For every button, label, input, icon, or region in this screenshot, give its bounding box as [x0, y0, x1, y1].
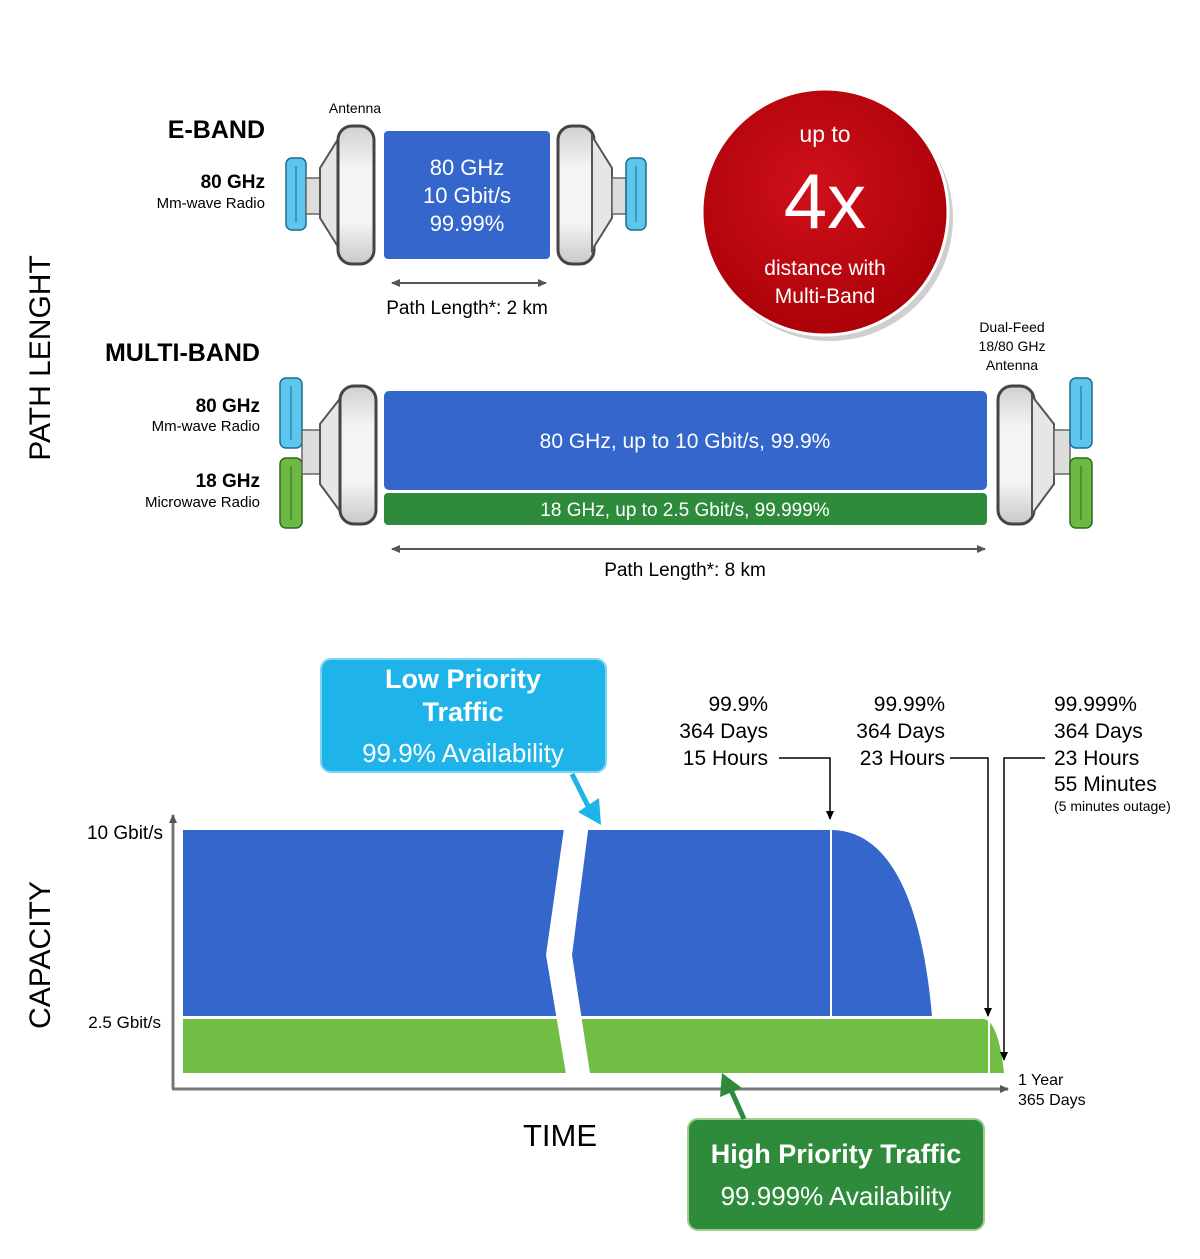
low-callout-arrow	[569, 772, 591, 808]
eband-link-box	[384, 131, 550, 259]
eband-radio-freq: 80 GHz	[201, 172, 265, 193]
annotation-1-leader	[779, 757, 834, 820]
annotation-3-note: (5 minutes outage)	[1054, 798, 1171, 814]
high-callout-arrow	[728, 1088, 747, 1121]
annotation-3-leader	[1000, 757, 1045, 1061]
annotation-1-line-1: 99.9%	[708, 693, 768, 716]
dual-feed-antenna-line-1: Dual-Feed	[979, 319, 1044, 335]
badge-line-1: up to	[799, 121, 850, 147]
multiband-right-18ghz-radio-icon	[1069, 457, 1093, 529]
annotation-2-line-1: 99.99%	[874, 693, 945, 716]
eband-radio-type: Mm-wave Radio	[157, 195, 265, 212]
high-callout-arrowhead	[720, 1073, 742, 1097]
eband-right-antenna-icon	[556, 124, 613, 266]
badge-line-3: distance with	[764, 257, 885, 280]
multiband-path-length: Path Length*: 8 km	[604, 560, 766, 581]
multiband-title: MULTI-BAND	[105, 339, 260, 367]
annotation-2-line-2: 364 Days	[856, 720, 945, 743]
low-priority-area	[183, 830, 831, 1016]
multiband-radio1-freq: 80 GHz	[196, 396, 260, 417]
eband-left-radio-icon	[285, 157, 321, 231]
high-callout-line-1: High Priority Traffic	[711, 1139, 962, 1169]
x-end-line-2: 365 Days	[1018, 1092, 1086, 1109]
eband-right-radio-icon	[611, 157, 647, 231]
path-length-side-label: PATH LENGHT	[24, 255, 57, 461]
multiband-18ghz-bar-label: 18 GHz, up to 2.5 Gbit/s, 99.999%	[540, 500, 829, 521]
eband-box-line-2: 10 Gbit/s	[423, 183, 511, 208]
multiband-right-antenna-icon	[996, 384, 1071, 526]
badge-line-4: Multi-Band	[775, 285, 875, 308]
multiband-radio2-freq: 18 GHz	[196, 471, 260, 492]
time-break-mark	[546, 800, 592, 1080]
low-priority-tail	[831, 830, 932, 1016]
multiband-80ghz-bar-label: 80 GHz, up to 10 Gbit/s, 99.9%	[540, 430, 831, 453]
y-tick-10g: 10 Gbit/s	[87, 823, 163, 844]
eband-left-antenna-icon	[319, 124, 376, 266]
distance-badge	[700, 87, 953, 341]
low-callout-line-3: 99.9% Availability	[362, 738, 564, 768]
multiband-left-18ghz-radio-icon	[279, 457, 303, 529]
annotation-3-line-3: 23 Hours	[1054, 747, 1139, 770]
annotation-2-line-3: 23 Hours	[860, 747, 945, 770]
time-axis-label: TIME	[523, 1118, 597, 1153]
low-callout-arrowhead	[578, 798, 601, 825]
multiband-radio1-type: Mm-wave Radio	[152, 418, 260, 435]
multiband-right-80ghz-radio-icon	[1069, 377, 1093, 449]
annotation-3-line-2: 364 Days	[1054, 720, 1143, 743]
annotation-1-line-3: 15 Hours	[683, 747, 768, 770]
high-priority-area	[183, 1019, 1004, 1073]
low-callout-line-2: Traffic	[422, 697, 503, 727]
y-tick-2-5g: 2.5 Gbit/s	[88, 1013, 161, 1032]
annotation-2-leader	[950, 757, 992, 1017]
eband-box-line-3: 99.99%	[430, 211, 505, 236]
low-priority-callout	[320, 658, 607, 773]
x-end-line-1: 1 Year	[1018, 1072, 1064, 1089]
high-callout-line-2: 99.999% Availability	[721, 1181, 952, 1211]
eband-antenna-label: Antenna	[329, 100, 381, 116]
multiband-18ghz-bar	[384, 493, 987, 525]
dual-feed-antenna-line-3: Antenna	[986, 357, 1038, 373]
dual-feed-antenna-line-2: 18/80 GHz	[979, 338, 1046, 354]
multiband-radio2-type: Microwave Radio	[145, 494, 260, 511]
multiband-left-80ghz-radio-icon	[279, 377, 303, 449]
annotation-3-line-1: 99.999%	[1054, 693, 1137, 716]
capacity-axis-label: CAPACITY	[24, 881, 57, 1029]
low-callout-line-1: Low Priority	[385, 664, 541, 694]
high-priority-callout	[687, 1118, 985, 1231]
annotation-1-line-2: 364 Days	[679, 720, 768, 743]
badge-big: 4x	[784, 157, 866, 245]
multiband-80ghz-bar	[384, 391, 987, 490]
annotation-3-line-4: 55 Minutes	[1054, 773, 1157, 796]
eband-box-line-1: 80 GHz	[430, 155, 505, 180]
eband-path-length: Path Length*: 2 km	[386, 298, 548, 319]
multiband-left-antenna-icon	[301, 384, 378, 526]
eband-title: E-BAND	[168, 116, 265, 144]
